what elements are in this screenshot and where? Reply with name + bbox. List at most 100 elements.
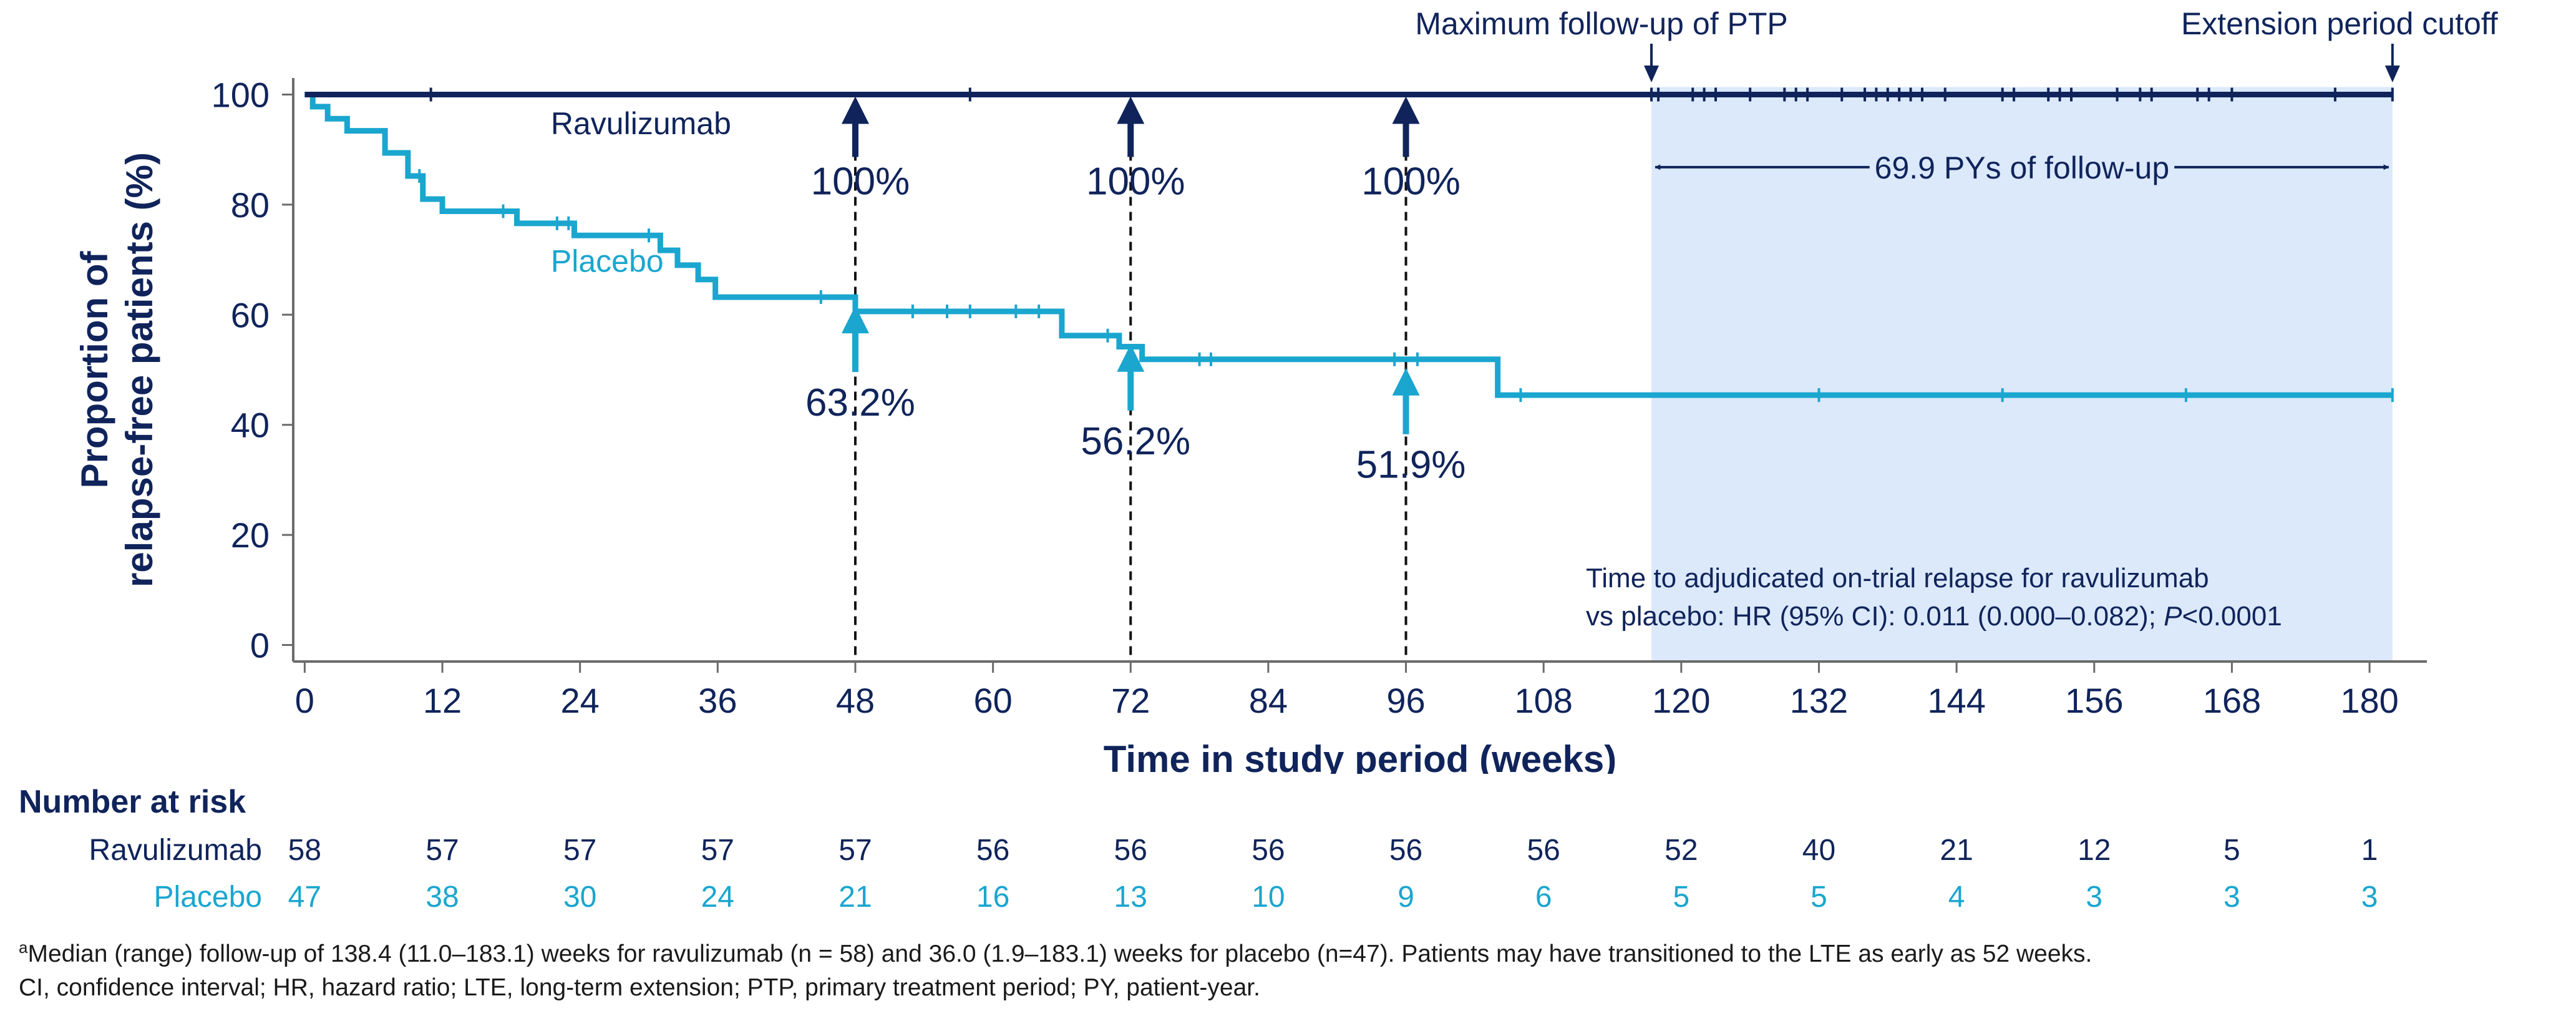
y-axis-title-line2: relapse-free patients (%) [119, 152, 160, 587]
risk-cell-ravulizumab-week-108: 56 [1527, 834, 1560, 867]
x-tick-label-156: 156 [2065, 681, 2123, 720]
timepoint-arrows: 100% 63.2% 100% 56.2% 100% 51.9% [805, 96, 1466, 487]
risk-cell-placebo-week-84: 10 [1252, 881, 1285, 914]
risk-cell-placebo-week-168: 3 [2224, 881, 2240, 914]
x-tick-label-96: 96 [1386, 681, 1425, 720]
pla-arrow-week-48-head [841, 306, 869, 334]
max-followup-label: Maximum follow-up of PTP [1415, 6, 1787, 41]
rav-arrow-week-96-head [1392, 96, 1420, 124]
pla-value-label-week-72: 56.2% [1081, 420, 1190, 463]
pla-value-label-week-48: 63.2% [805, 381, 915, 424]
y-axis-title-line1: Proportion of [74, 251, 115, 489]
x-tick-label-144: 144 [1927, 681, 1985, 720]
x-tick-label-36: 36 [698, 681, 737, 720]
y-tick-label-100: 100 [211, 75, 270, 114]
pla-arrow-week-48 [841, 306, 869, 373]
pla-value-label-week-96: 51.9% [1356, 444, 1466, 487]
risk-cell-placebo-week-72: 13 [1114, 881, 1147, 914]
x-tick-label-120: 120 [1652, 681, 1710, 720]
placebo-series-label: Placebo [551, 244, 664, 279]
risk-table-title: Number at risk [19, 784, 246, 820]
y-tick-label-60: 60 [231, 295, 270, 335]
rav-arrow-week-72 [1117, 96, 1145, 157]
pys-label: 69.9 PYs of follow-up [1875, 150, 2170, 185]
km-chart: 0 12 24 36 48 60 72 84 96 108 120 132 144 156 168 180 0 2… [74, 6, 2498, 774]
risk-cell-placebo-week-60: 16 [976, 881, 1010, 914]
risk-cell-placebo-week-156: 3 [2086, 881, 2103, 914]
hr-text-line1: Time to adjudicated on-trial relapse for… [1586, 563, 2209, 593]
risk-cell-placebo-week-132: 5 [1810, 881, 1827, 914]
risk-cell-ravulizumab-week-84: 56 [1252, 834, 1285, 867]
x-axis-title: Time in study period (weeks) [1104, 738, 1616, 774]
risk-cell-placebo-week-180: 3 [2361, 881, 2378, 914]
risk-cell-ravulizumab-week-132: 40 [1802, 834, 1836, 867]
cutoff-label: Extension period cutoff [2181, 6, 2498, 41]
risk-cell-ravulizumab-week-144: 21 [1940, 834, 1973, 867]
rav-arrow-week-48 [841, 96, 869, 157]
series-line-placebo [304, 91, 2393, 398]
pla-arrow-week-96 [1392, 368, 1420, 434]
y-axis-title: Proportion of relapse-free patients (%) [74, 152, 160, 587]
risk-cell-ravulizumab-week-60: 56 [976, 834, 1010, 867]
risk-cell-ravulizumab-week-36: 57 [701, 834, 734, 867]
risk-cell-ravulizumab-week-156: 12 [2078, 834, 2111, 867]
x-tick-label-168: 168 [2203, 681, 2261, 720]
cutoff-arrow [2384, 44, 2400, 82]
risk-cell-placebo-week-24: 30 [563, 881, 597, 914]
risk-row-label-ravulizumab: Ravulizumab [89, 834, 262, 867]
pla-arrow-week-72-head [1117, 344, 1145, 372]
risk-cell-placebo-week-96: 9 [1397, 881, 1414, 914]
risk-cell-ravulizumab-week-0: 58 [288, 834, 322, 867]
risk-cell-placebo-week-48: 21 [838, 881, 872, 914]
hr-text-line2: vs placebo: HR (95% CI): 0.011 (0.000–0.… [1586, 601, 2282, 632]
x-tick-label-24: 24 [561, 681, 600, 720]
risk-cell-ravulizumab-week-180: 1 [2361, 834, 2378, 867]
x-tick-label-48: 48 [836, 681, 875, 720]
pla-arrow-week-72 [1117, 344, 1145, 411]
cutoff-arrow-head [2384, 66, 2400, 82]
x-tick-label-84: 84 [1249, 681, 1288, 720]
footnote-line1-text: Median (range) follow-up of 138.4 (11.0–… [27, 940, 2092, 967]
ravulizumab-series-label: Ravulizumab [551, 106, 731, 141]
y-tick-label-0: 0 [250, 626, 270, 665]
rav-value-label-week-96: 100% [1361, 160, 1461, 203]
x-tick-label-60: 60 [973, 681, 1012, 720]
risk-cell-ravulizumab-week-96: 56 [1389, 834, 1423, 867]
footnote-line2: CI, confidence interval; HR, hazard rati… [19, 974, 1260, 1001]
risk-cell-placebo-week-120: 5 [1673, 881, 1690, 914]
x-tick-label-108: 108 [1514, 681, 1572, 720]
risk-cell-placebo-week-108: 6 [1535, 881, 1552, 914]
risk-cell-ravulizumab-week-168: 5 [2224, 834, 2240, 867]
x-tick-label-180: 180 [2340, 681, 2398, 720]
risk-cell-placebo-week-36: 24 [701, 881, 734, 914]
risk-cell-placebo-week-12: 38 [425, 881, 459, 914]
series-layer [304, 87, 2394, 403]
rav-value-label-week-72: 100% [1086, 160, 1185, 203]
risk-cell-ravulizumab-week-72: 56 [1114, 834, 1147, 867]
max-followup-arrow-head [1644, 66, 1660, 82]
x-tick-label-0: 0 [295, 681, 314, 720]
y-tick-label-40: 40 [231, 406, 270, 445]
risk-cell-ravulizumab-week-120: 52 [1665, 834, 1698, 867]
rav-value-label-week-48: 100% [811, 160, 910, 203]
x-tick-label-72: 72 [1111, 681, 1150, 720]
rav-arrow-week-72-head [1117, 96, 1145, 124]
axes: 0 12 24 36 48 60 72 84 96 108 120 132 144 156 168 180 0 2… [211, 75, 2427, 720]
x-tick-label-12: 12 [423, 681, 462, 720]
x-tick-label-132: 132 [1790, 681, 1848, 720]
pla-arrow-week-96-head [1392, 368, 1420, 396]
risk-cell-placebo-week-0: 47 [288, 881, 322, 914]
footnote-line1: aMedian (range) follow-up of 138.4 (11.0… [19, 937, 2552, 971]
y-tick-label-80: 80 [231, 185, 270, 225]
risk-cell-ravulizumab-week-12: 57 [425, 834, 459, 867]
risk-cell-ravulizumab-week-48: 57 [838, 834, 872, 867]
pys-label-background [1869, 150, 2175, 185]
annotations: Ravulizumab Placebo Maximum follow-up of… [74, 6, 2498, 774]
risk-cell-placebo-week-144: 4 [1948, 881, 1965, 914]
risk-cell-ravulizumab-week-24: 57 [563, 834, 597, 867]
rav-arrow-week-96 [1392, 96, 1420, 157]
footnote-marker: a [19, 938, 28, 957]
risk-row-label-placebo: Placebo [153, 881, 262, 914]
max-followup-arrow [1644, 44, 1660, 82]
y-tick-label-20: 20 [231, 515, 270, 555]
